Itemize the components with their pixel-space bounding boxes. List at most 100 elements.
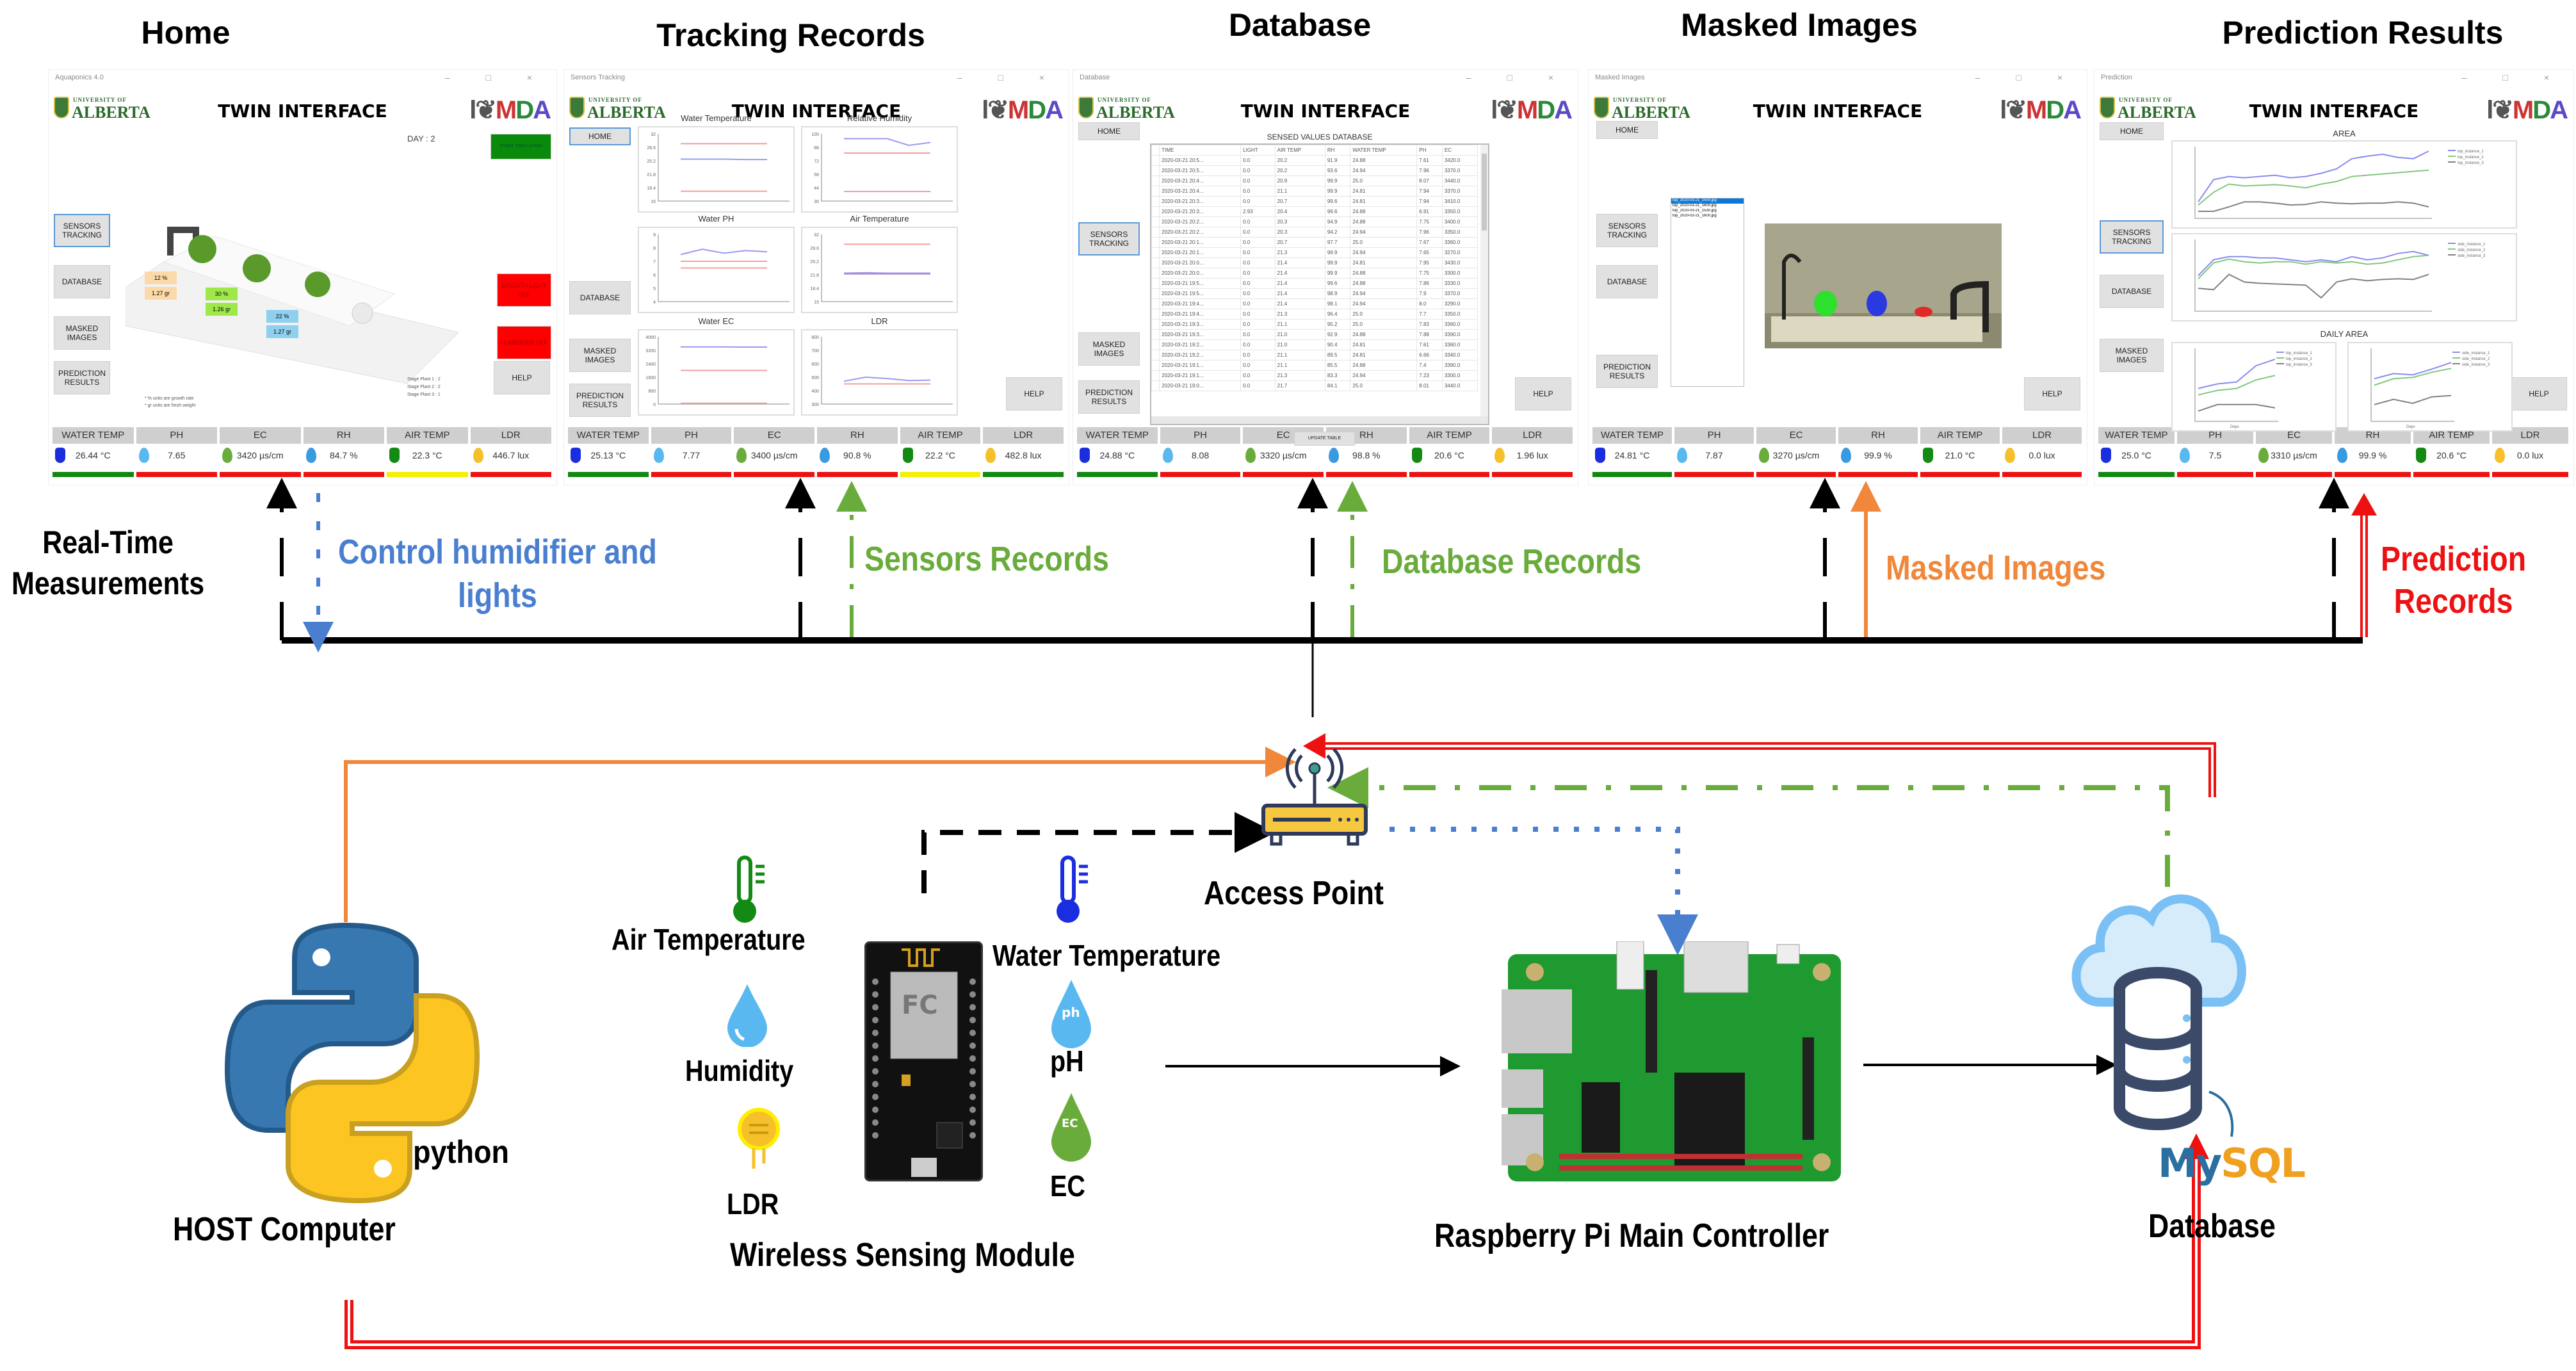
y-tick-label: 21.8 xyxy=(647,173,656,177)
start-simulation-button[interactable]: START SIMULATION xyxy=(490,134,551,159)
y-tick-label: 4000 xyxy=(645,336,656,340)
y-tick-label: 9 xyxy=(653,233,656,238)
logo-text-line2: ALBERTA xyxy=(2118,103,2196,122)
growth-light-button[interactable]: GROWTH LIGHT OFF xyxy=(497,273,551,307)
sensor-reading: 84.7 % xyxy=(329,450,358,460)
nav-masked-button[interactable]: MASKED IMAGES xyxy=(569,339,631,372)
sensor-status-bar xyxy=(1409,472,1490,477)
y-tick-label: 2400 xyxy=(645,362,656,367)
scrollbar-thumb[interactable] xyxy=(1482,154,1487,231)
sensor-reading: 20.6 °C xyxy=(1434,450,1464,460)
lmda-letter: A xyxy=(1045,96,1064,124)
nav-masked-button[interactable]: MASKED IMAGES xyxy=(2100,339,2164,372)
file-list-item[interactable]: top_2020-03-21_1500.jpg xyxy=(1671,199,1744,204)
nav-prediction-button[interactable]: PREDICTION RESULTS xyxy=(1078,380,1140,414)
nav-masked-button[interactable]: MASKED IMAGES xyxy=(54,316,110,350)
plant-weight-badge: 1.27 gr xyxy=(266,325,298,338)
window-title: Masked Images xyxy=(1595,74,1645,81)
nav-database-button[interactable]: DATABASE xyxy=(569,281,631,314)
nav-home-button[interactable]: HOME xyxy=(2100,122,2164,140)
table-cell: 25.0 xyxy=(1350,380,1418,391)
nav-sensors-button[interactable]: SENSORS TRACKING xyxy=(1596,214,1658,247)
sensor-status-bar xyxy=(1492,472,1573,477)
help-button[interactable]: HELP xyxy=(1006,377,1062,410)
lmda-letter: D xyxy=(1028,96,1046,124)
nav-home-button[interactable]: HOME xyxy=(1596,121,1658,139)
nav-home-button[interactable]: HOME xyxy=(569,127,631,145)
legend-label: top_instance_2 xyxy=(2286,357,2312,361)
humidifier-button[interactable]: HUMIDIFIER OFF xyxy=(497,326,551,359)
sensor-value: 3420 µs/cm xyxy=(220,444,301,467)
help-button[interactable]: HELP xyxy=(494,361,550,394)
nav-prediction-button[interactable]: PREDICTION RESULTS xyxy=(1596,355,1658,388)
nav-sensors-button[interactable]: SENSORS TRACKING xyxy=(1078,222,1140,256)
label-realtime: Real-Time Measurements xyxy=(12,522,204,604)
help-button[interactable]: HELP xyxy=(2024,377,2080,410)
update-table-button[interactable]: UPDATE TABLE xyxy=(1294,432,1355,446)
legend-label: side_instance_2 xyxy=(2462,357,2490,361)
window-controls[interactable]: – □ × xyxy=(1466,72,1570,83)
nav-sensors-button[interactable]: SENSORS TRACKING xyxy=(2100,220,2164,254)
logo-text-line2: ALBERTA xyxy=(587,103,666,122)
sensor-reading: 8.08 xyxy=(1191,450,1210,460)
lmda-letter: ❦ xyxy=(1496,96,1518,124)
window-controls[interactable]: – □ × xyxy=(444,72,549,83)
chart-axis xyxy=(821,134,953,202)
nav-database-button[interactable]: DATABASE xyxy=(54,265,110,298)
sensor-status-bar xyxy=(2335,472,2411,477)
chart-axis xyxy=(658,337,790,405)
nav-sensors-button[interactable]: SENSORS TRACKING xyxy=(54,214,110,247)
y-tick-label: 300 xyxy=(811,403,819,407)
window-controls[interactable]: – □ × xyxy=(2461,72,2566,83)
horizontal-scrollbar[interactable] xyxy=(1151,416,1488,424)
nav-database-button[interactable]: DATABASE xyxy=(2100,275,2164,308)
drop-icon xyxy=(305,448,316,463)
lmda-letter: A xyxy=(533,96,551,124)
vertical-scrollbar[interactable] xyxy=(1480,145,1488,424)
nav-prediction-button[interactable]: PREDICTION RESULTS xyxy=(569,384,631,417)
y-tick-label: 5 xyxy=(653,287,656,291)
label-control-line1: Control humidifier and xyxy=(338,533,657,571)
window-controls[interactable]: – □ × xyxy=(957,72,1061,83)
file-list-item[interactable]: top_2020-03-21_1530.jpg xyxy=(1673,209,1717,213)
window-controls[interactable]: – □ × xyxy=(1975,72,2079,83)
y-tick-label: 800 xyxy=(811,336,819,340)
file-list-item[interactable]: top_2020-03-21_1600.jpg xyxy=(1673,214,1717,218)
lmda-logo: l❦MDA xyxy=(2000,95,2082,125)
sensor-status-bar xyxy=(1326,472,1407,477)
plant-weight-badge: 1.26 gr xyxy=(206,303,238,316)
nav-database-button[interactable]: DATABASE xyxy=(1596,265,1658,298)
nav-prediction-button[interactable]: PREDICTION RESULTS xyxy=(54,361,110,394)
row-header-cell xyxy=(1151,380,1160,391)
file-list-item[interactable]: top_2020-03-21_1600.jpg xyxy=(1673,204,1717,207)
help-button[interactable]: HELP xyxy=(1515,377,1571,410)
sensor-reading: 3400 µs/cm xyxy=(750,450,798,460)
nav-masked-button[interactable]: MASKED IMAGES xyxy=(1078,332,1140,366)
nav-home-button[interactable]: HOME xyxy=(1078,122,1140,140)
